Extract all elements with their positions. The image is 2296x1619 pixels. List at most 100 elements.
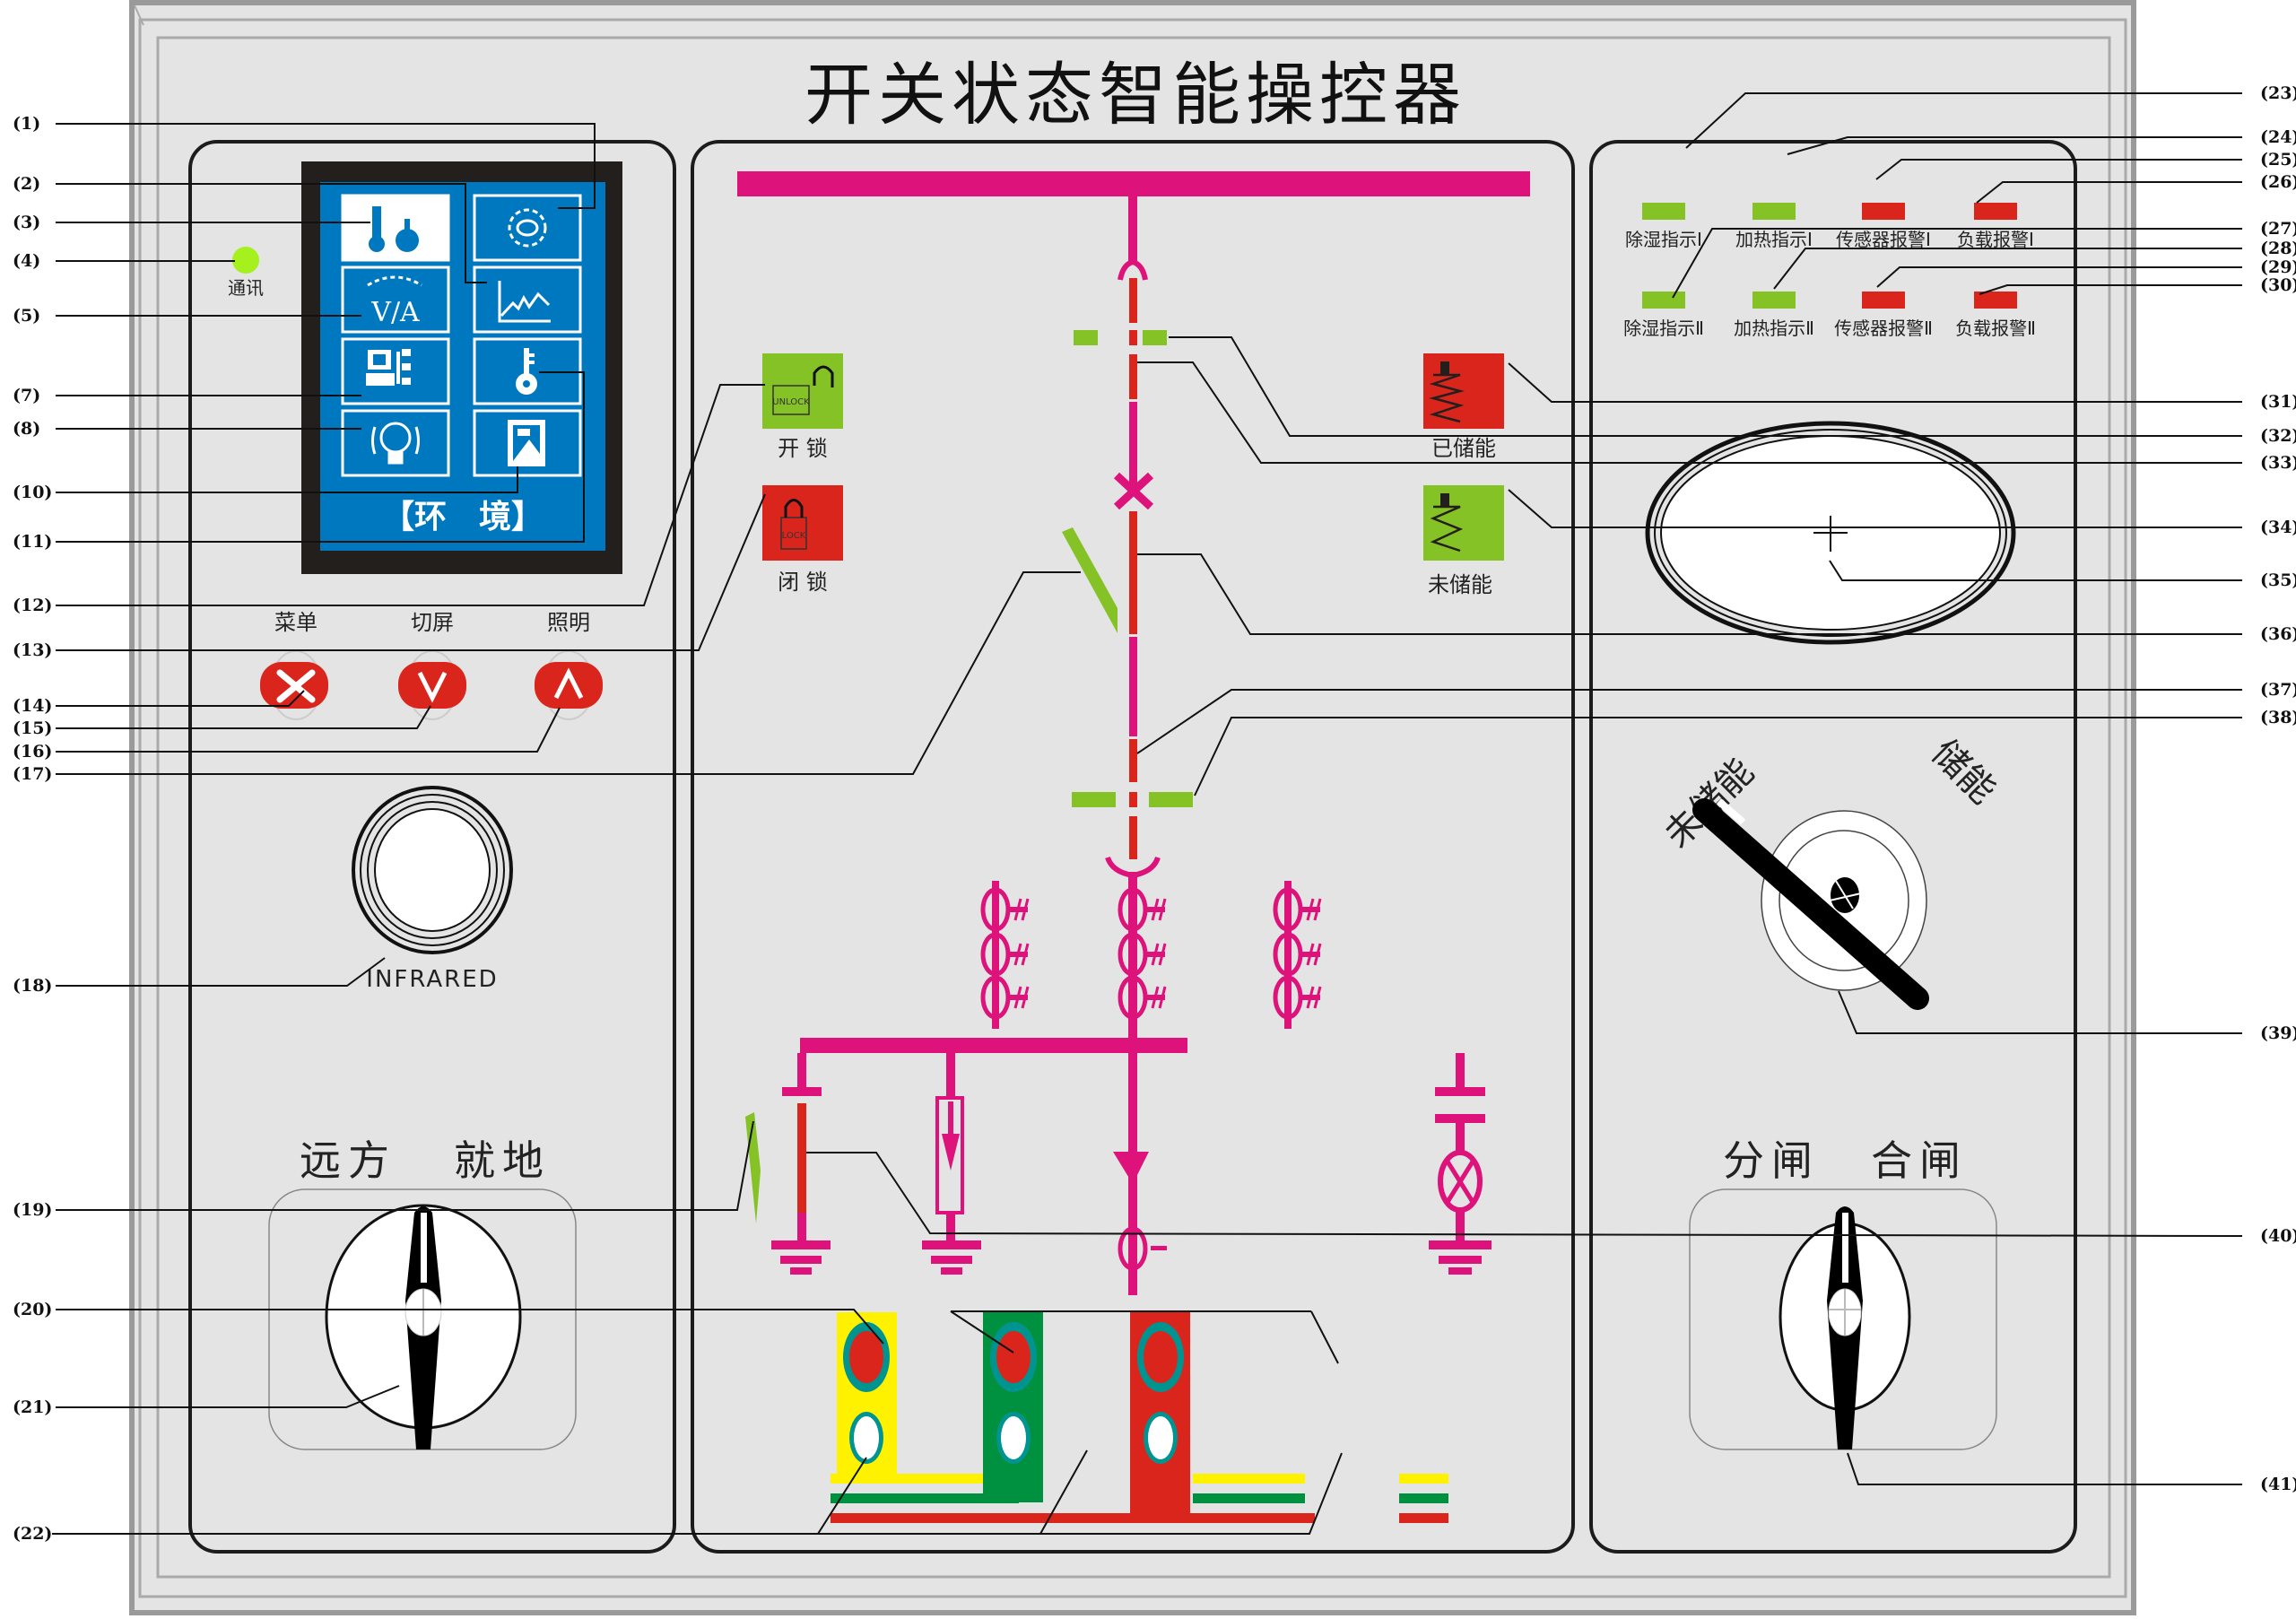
lcd-tile-trend[interactable] [473,265,582,334]
switch-screen-button[interactable]: 切屏 [398,610,466,720]
leader-lines [52,92,2243,1535]
indicator-led [1974,292,2017,309]
exit-door-icon [508,420,545,466]
infrared-port: INFRARED [352,786,513,993]
status-indicator: 负载报警Ⅰ [1957,203,2034,250]
trend-chart-icon [498,281,551,323]
callout-number: (15) [13,718,53,738]
callout-number: (8) [13,419,41,439]
svg-text:合闸: 合闸 [1871,1136,1968,1185]
indicator-label: 加热指示Ⅱ [1734,318,1814,339]
indicator-led [1642,203,1685,220]
lcd-tile-env[interactable] [341,194,450,262]
callout-number: (25) [2260,150,2296,170]
callout-number: (31) [2260,392,2296,412]
observation-window [1645,421,2016,645]
status-indicator: 除湿指示Ⅰ [1625,203,1702,250]
indicator-led [1752,292,1796,309]
phase-c-indicator [1130,1312,1190,1523]
lcd-tile-settings[interactable] [473,194,582,262]
callout-number: (19) [13,1200,53,1220]
phase-indicators [831,1312,1448,1523]
svg-text:UNLOCK: UNLOCK [772,397,810,407]
current-transformer-stack [980,881,1030,1029]
voltmeter-va-icon: V/A [367,275,422,328]
callout-number: (35) [2260,570,2296,590]
current-transformers [980,881,1322,1029]
lock-indicator: LOCK 闭 锁 [762,485,843,595]
lcd-tile-network[interactable] [341,337,450,405]
callout-number: (1) [13,114,41,134]
lcd-tile-exit[interactable] [473,409,582,477]
lower-earth-indicator [1072,792,1193,807]
callout-number: (27) [2260,219,2296,239]
status-indicator: 加热指示Ⅱ [1734,292,1814,339]
callout-number: (33) [2260,453,2296,473]
disconnector-blade [1062,527,1118,633]
svg-text:远方: 远方 [300,1136,396,1185]
lcd-tile-measure[interactable]: V/A [341,265,450,334]
callout-number: (23) [2260,83,2296,103]
callout-number: (41) [2260,1475,2296,1494]
temp-humidity-icon [369,206,419,252]
callout-number: (18) [13,976,53,996]
indicator-label: 负载报警Ⅱ [1955,318,2036,339]
lighting-button[interactable]: 照明 [535,610,603,720]
indicator-label: 除湿指示Ⅰ [1625,229,1702,250]
menu-button[interactable]: 菜单 [260,610,328,720]
spring-charged-indicator: 已储能 [1423,353,1504,461]
tools-icon [276,669,316,703]
callout-number: (5) [13,306,41,326]
callout-number: (12) [13,596,53,615]
chevron-up-icon [553,667,584,700]
busbar-top [737,171,1530,196]
callout-number: (34) [2260,518,2296,537]
callout-number: (29) [2260,257,2296,277]
svg-text:分闸: 分闸 [1723,1136,1820,1185]
lcd-screen: V/A [301,161,622,574]
charged-label: 已储能 [1431,436,1496,461]
unlock-indicator: UNLOCK 开 锁 [762,353,843,461]
phase-b-indicator [983,1312,1043,1502]
callout-number: (3) [13,213,41,232]
phase-a-indicator [837,1312,897,1483]
callout-number: (28) [2260,239,2296,258]
open-close-selector[interactable]: 分闸 合闸 [1689,1136,1997,1450]
callout-number: (17) [13,764,53,784]
callout-number: (4) [13,251,41,271]
remote-local-selector[interactable]: 远方 就地 [268,1136,577,1450]
current-transformer-stack [1273,881,1322,1029]
callout-number: (14) [13,696,53,716]
network-device-icon [366,349,411,386]
callout-number: (32) [2260,426,2296,446]
callout-number: (39) [2260,1023,2296,1043]
uncharged-label: 未储能 [1428,572,1492,597]
indicator-label: 除湿指示Ⅱ [1623,318,1704,339]
callout-number: (22) [13,1524,53,1544]
callout-number: (13) [13,640,53,660]
key-icon [516,348,537,395]
indicator-label: 传感器报警Ⅱ [1834,318,1933,339]
live-indicator-lamp [1429,1053,1492,1275]
lock-label: 闭 锁 [778,570,828,595]
indicator-led [1862,203,1905,220]
surge-arrester [922,1053,981,1275]
feeder-outgoing [1113,1053,1167,1295]
chevron-down-icon [417,671,448,703]
callout-number: (7) [13,386,41,405]
energy-storage-selector[interactable]: 未储能 储能 [1657,732,2004,1010]
lcd-tile-lighting[interactable] [341,409,450,477]
callout-number: (2) [13,174,41,194]
current-transformer-stack [1118,887,1167,1020]
indicator-led [1862,292,1905,309]
callout-number: (40) [2260,1226,2296,1246]
callout-number: (24) [2260,127,2296,147]
indicator-led [1752,203,1796,220]
svg-text:V/A: V/A [370,297,420,328]
breaker-x-icon [1113,472,1154,510]
indicator-label: 传感器报警Ⅰ [1836,229,1931,250]
callout-number: (37) [2260,680,2296,700]
